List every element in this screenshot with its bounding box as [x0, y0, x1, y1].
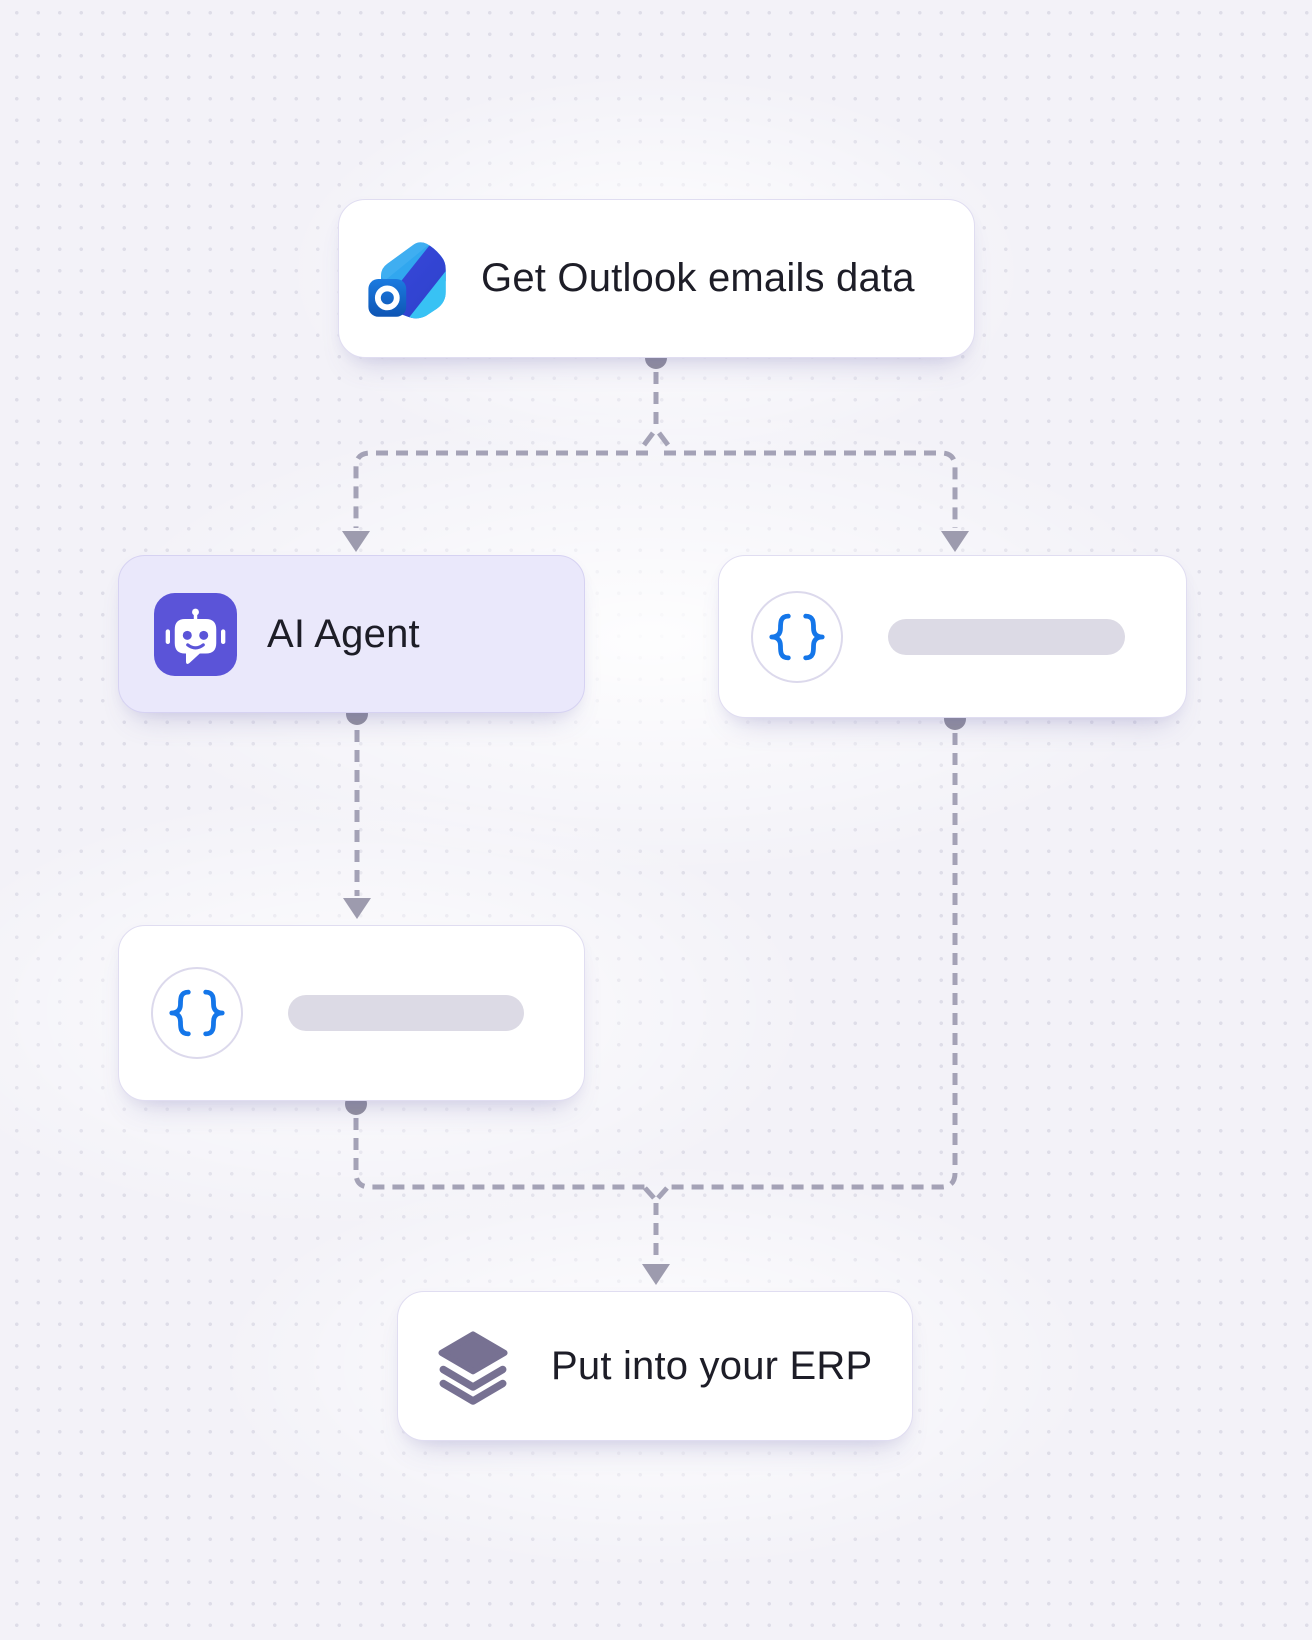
connector-merge-left [353, 1118, 646, 1190]
node-ai-agent[interactable]: AI Agent [118, 555, 585, 713]
node-label: Get Outlook emails data [481, 256, 915, 300]
node-label: AI Agent [267, 611, 420, 656]
placeholder-bar [888, 618, 1125, 655]
arrowhead-to-code-right [941, 531, 969, 552]
connector-split-arm-left [642, 431, 655, 447]
node-label: Put into your ERP [551, 1343, 873, 1388]
arrowhead-to-ai-agent [342, 531, 370, 552]
node-get-outlook-emails[interactable]: Get Outlook emails data [338, 199, 975, 358]
connector-merge-arm-left [643, 1186, 656, 1200]
layers-icon [431, 1324, 515, 1408]
arrowhead-to-erp [642, 1264, 670, 1285]
robot-icon [154, 593, 237, 676]
connector-merge-right [666, 733, 958, 1190]
connector-split-arm-right [657, 431, 670, 447]
node-code-left[interactable] [118, 925, 585, 1101]
outlook-icon [363, 234, 453, 324]
connector-split-right [664, 450, 958, 528]
placeholder-bar [288, 995, 524, 1031]
connector-merge-arm-right [656, 1186, 669, 1200]
connector-split-left [353, 450, 648, 528]
node-code-right[interactable] [718, 555, 1187, 718]
arrowhead-to-code-left [343, 898, 371, 919]
code-braces-icon [151, 967, 243, 1059]
node-put-into-erp[interactable]: Put into your ERP [397, 1291, 913, 1441]
code-braces-icon [751, 590, 843, 683]
